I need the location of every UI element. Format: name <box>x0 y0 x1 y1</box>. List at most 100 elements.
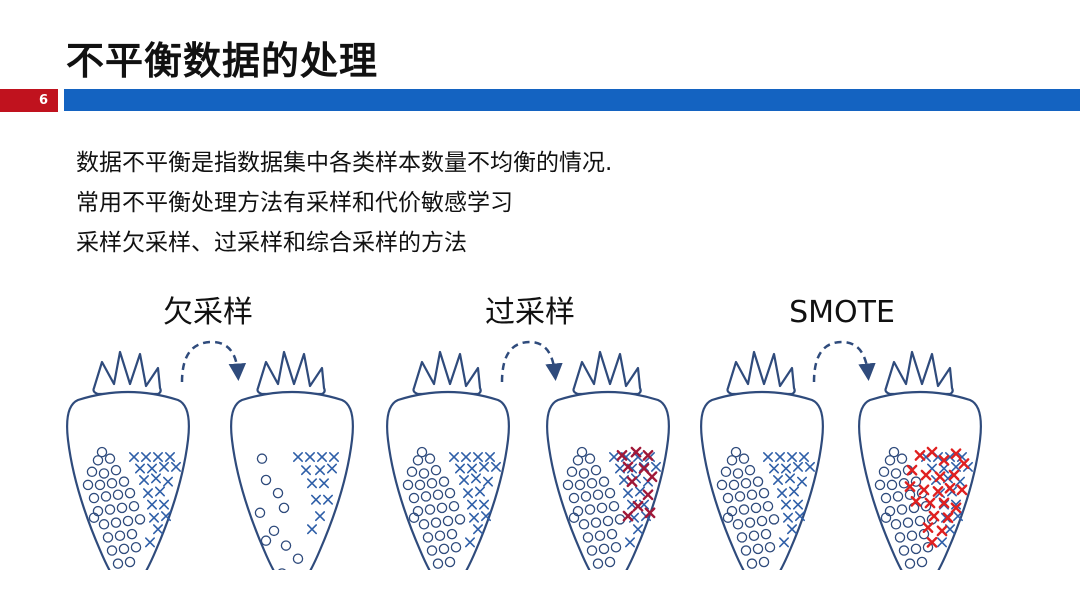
minority-sample-x-icon <box>471 473 481 484</box>
minority-sample-x-icon <box>948 469 960 481</box>
minority-sample-x-icon <box>950 502 962 514</box>
minority-sample-x-icon <box>159 499 169 510</box>
minority-sample-x-icon <box>635 486 645 497</box>
majority-sample-circle-icon <box>430 517 442 528</box>
majority-sample-circle-icon <box>738 453 750 464</box>
majority-sample-circle-icon <box>88 512 100 523</box>
minority-sample-x-icon <box>467 499 477 510</box>
majority-sample-circle-icon <box>408 512 420 523</box>
majority-sample-circle-icon <box>432 489 444 501</box>
majority-sample-circle-icon <box>732 519 744 530</box>
minority-sample-x-icon <box>926 446 938 458</box>
minority-sample-x-icon <box>797 476 807 487</box>
majority-sample-circle-icon <box>730 446 742 458</box>
majority-sample-circle-icon <box>592 558 604 569</box>
minority-sample-x-icon <box>642 450 654 461</box>
majority-sample-circle-icon <box>598 543 610 555</box>
majority-sample-circle-icon <box>92 455 104 466</box>
minority-sample-x-icon <box>914 450 926 461</box>
majority-sample-circle-icon <box>574 479 586 491</box>
minority-sample-x-icon <box>920 469 932 481</box>
minority-sample-x-icon <box>787 524 797 535</box>
majority-sample-circle-icon <box>886 479 898 491</box>
majority-sample-circle-icon <box>118 476 130 487</box>
majority-sample-circle-icon <box>590 464 602 476</box>
minority-sample-x-icon <box>793 499 803 510</box>
majority-sample-circle-icon <box>110 464 122 476</box>
majority-sample-circle-icon <box>740 478 752 489</box>
bullet-item: 数据不平衡是指数据集中各类样本数量不均衡的情况. <box>76 150 613 176</box>
majority-sample-circle-icon <box>918 528 930 540</box>
minority-sample-x-icon <box>161 511 171 522</box>
majority-sample-circle-icon <box>278 568 286 570</box>
majority-sample-circle-icon <box>760 528 772 540</box>
majority-sample-circle-icon <box>450 541 462 553</box>
minority-sample-x-icon <box>783 512 793 523</box>
majority-sample-circle-icon <box>904 558 916 569</box>
minority-sample-x-icon <box>455 463 465 474</box>
majority-sample-circle-icon <box>738 504 750 515</box>
strawberry-crown-icon <box>884 350 954 396</box>
minority-sample-x-icon <box>481 511 491 522</box>
majority-sample-circle-icon <box>434 530 446 542</box>
majority-sample-circle-icon <box>744 517 756 528</box>
majority-sample-circle-icon <box>402 479 414 491</box>
minority-sample-x-icon <box>769 463 779 474</box>
majority-sample-circle-icon <box>128 500 140 512</box>
majority-sample-circle-icon <box>608 500 620 512</box>
majority-sample-circle-icon <box>880 512 892 523</box>
majority-sample-circle-icon <box>592 489 604 501</box>
majority-sample-circle-icon <box>124 487 136 499</box>
majority-sample-circle-icon <box>448 500 460 512</box>
minority-sample-x-icon <box>147 499 157 510</box>
majority-sample-circle-icon <box>906 530 918 542</box>
bullet-item: 采样欠采样、过采样和综合采样的方法 <box>76 230 467 256</box>
minority-sample-x-icon <box>165 452 175 463</box>
majority-sample-circle-icon <box>726 455 738 466</box>
majority-sample-circle-icon <box>746 558 758 569</box>
minority-sample-x-icon <box>910 495 922 507</box>
majority-sample-circle-icon <box>722 492 734 504</box>
majority-sample-circle-icon <box>424 504 436 515</box>
majority-sample-circle-icon <box>586 545 598 556</box>
minority-sample-x-icon <box>779 537 789 548</box>
majority-sample-circle-icon <box>426 545 438 556</box>
minority-sample-x-icon <box>904 481 916 492</box>
majority-sample-circle-icon <box>106 545 118 556</box>
strawberry-crown-icon <box>412 350 482 396</box>
minority-sample-x-icon <box>777 488 787 499</box>
minority-sample-x-icon <box>785 473 795 484</box>
stage-label-undersampling: 欠采样 <box>163 295 253 330</box>
minority-sample-x-icon <box>163 476 173 487</box>
majority-sample-circle-icon <box>572 455 584 466</box>
majority-sample-circle-icon <box>890 519 902 530</box>
minority-sample-x-icon <box>793 461 803 472</box>
majority-sample-circle-icon <box>894 532 906 543</box>
minority-sample-x-icon <box>485 452 495 463</box>
majority-sample-circle-icon <box>438 543 450 555</box>
minority-sample-x-icon <box>311 494 321 505</box>
minority-sample-x-icon <box>781 463 791 474</box>
majority-sample-circle-icon <box>722 512 734 523</box>
majority-sample-circle-icon <box>260 474 272 486</box>
minority-sample-x-icon <box>143 488 153 499</box>
strawberry-crown-icon <box>572 350 642 396</box>
majority-sample-circle-icon <box>444 556 456 568</box>
majority-sample-circle-icon <box>566 466 578 478</box>
strawberry-crown-icon <box>256 350 326 396</box>
majority-sample-circle-icon <box>740 545 752 556</box>
minority-sample-x-icon <box>958 458 970 469</box>
dashed-arrow-icon <box>180 340 247 383</box>
majority-sample-circle-icon <box>260 535 272 546</box>
majority-sample-circle-icon <box>604 556 616 568</box>
minority-sample-x-icon <box>463 488 473 499</box>
majority-sample-circle-icon <box>734 491 746 502</box>
majority-sample-circle-icon <box>596 502 608 514</box>
majority-sample-circle-icon <box>442 515 454 527</box>
minority-sample-x-icon <box>944 482 956 494</box>
majority-sample-circle-icon <box>112 489 124 501</box>
minority-sample-x-icon <box>924 497 936 509</box>
header-bar <box>64 89 1080 111</box>
minority-sample-x-icon <box>483 476 493 487</box>
bullet-item: 常用不平衡处理方法有采样和代价敏感学习 <box>76 190 513 216</box>
